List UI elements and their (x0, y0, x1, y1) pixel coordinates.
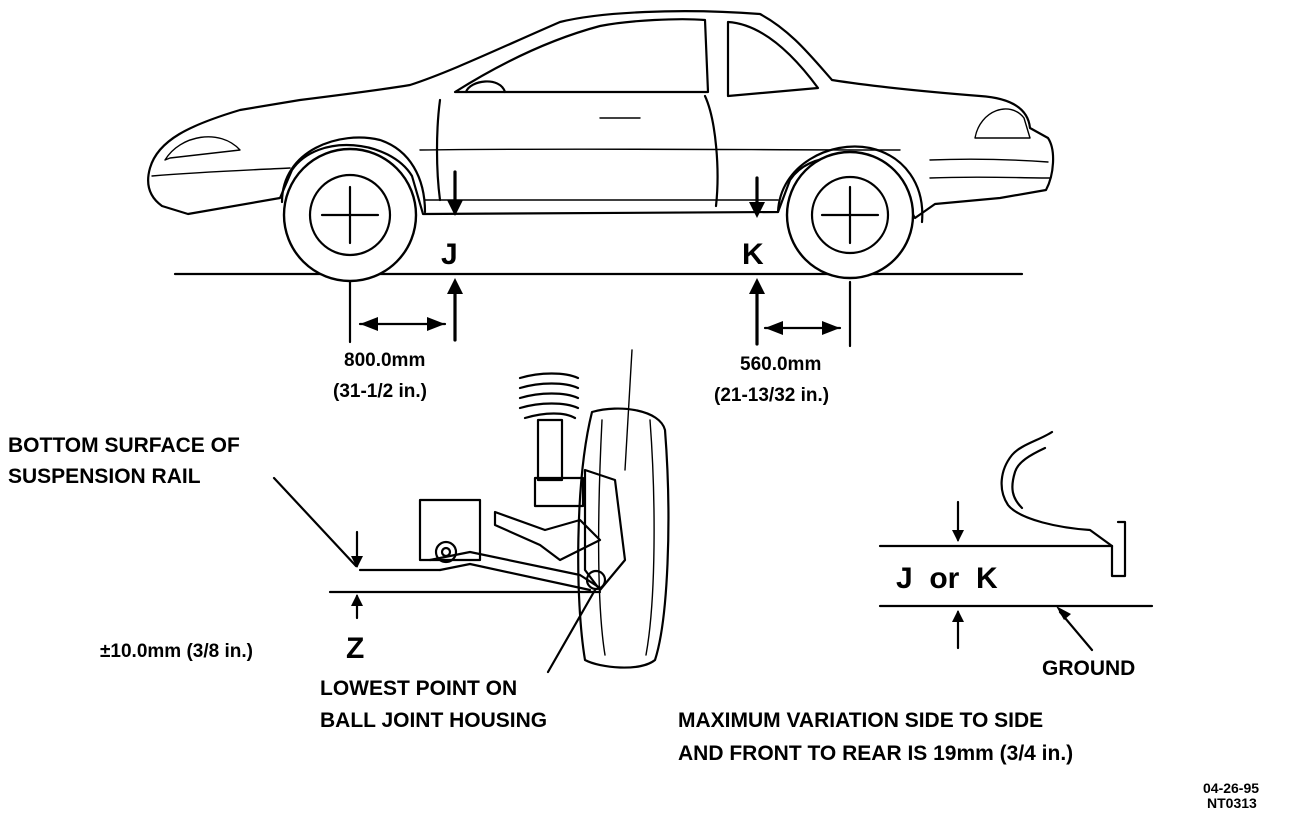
variation-note-line1: MAXIMUM VARIATION SIDE TO SIDE (678, 709, 1043, 732)
ground-label: GROUND (1042, 657, 1135, 680)
control-arm (428, 550, 602, 592)
ball-joint-leader (546, 588, 597, 674)
car-side-view (147, 10, 1055, 348)
side-mirror (464, 80, 507, 94)
front-wheel (282, 147, 418, 283)
steering-knuckle (583, 468, 627, 592)
point-j-markers (447, 170, 463, 342)
z-label: Z (346, 632, 364, 665)
door-rear-edge (703, 94, 719, 208)
point-j-label: J (441, 238, 458, 271)
rail-label-line1: BOTTOM SURFACE OF (8, 434, 240, 457)
rear-window (726, 20, 820, 98)
variation-note-line2: AND FRONT TO REAR IS 19mm (3/4 in.) (678, 742, 1073, 765)
j-or-k-label: J or K (896, 562, 998, 595)
rail-label-line2: SUSPENSION RAIL (8, 465, 201, 488)
rear-dimension-mm: 560.0mm (740, 354, 821, 375)
rear-wheel (785, 150, 915, 280)
rear-wheel-arch (776, 145, 924, 224)
tolerance-label: ±10.0mm (3/8 in.) (100, 641, 253, 662)
front-dimension-line (348, 280, 447, 344)
frame-profile (1000, 430, 1114, 548)
tail-light (974, 108, 1031, 139)
rear-dimension-line (763, 280, 852, 348)
front-dimension-mm: 800.0mm (344, 350, 425, 371)
front-tire (577, 407, 670, 669)
ball-joint-label-line1: LOWEST POINT ON (320, 677, 517, 700)
front-dimension-in: (31-1/2 in.) (333, 381, 427, 402)
rear-bumper-line (929, 176, 1051, 179)
ball-joint-label-line2: BALL JOINT HOUSING (320, 709, 547, 732)
ball-joint (585, 569, 607, 591)
car-body-outline (147, 10, 1055, 220)
point-k-label: K (742, 238, 764, 271)
rear-dimension-in: (21-13/32 in.) (714, 385, 829, 406)
front-wheel-arch (280, 136, 427, 214)
rail-leader (272, 476, 358, 568)
headlight (164, 136, 241, 161)
strut-spring (518, 372, 585, 508)
front-window (453, 18, 710, 94)
date-code: 04-26-95 (1203, 780, 1259, 796)
point-k-markers (749, 176, 765, 346)
suspension-detail (272, 349, 670, 674)
drive-axle (493, 510, 602, 562)
figure-code: NT0313 (1207, 795, 1257, 811)
body-side-crease (419, 148, 901, 151)
trunk-line (929, 158, 1049, 163)
front-bumper (151, 167, 291, 177)
j-or-k-detail (878, 430, 1154, 652)
